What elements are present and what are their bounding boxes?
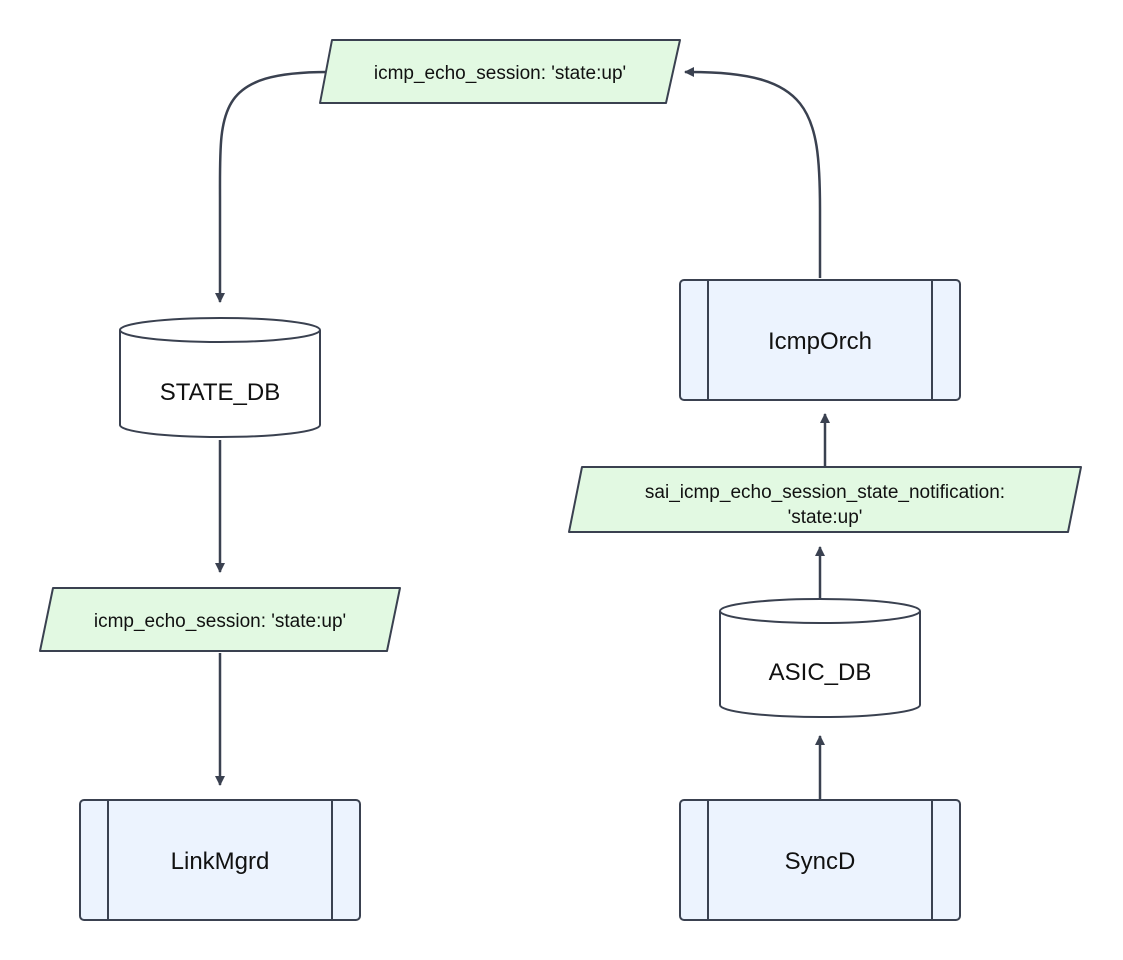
notification-node: sai_icmp_echo_session_state_notification… <box>568 466 1082 533</box>
left-data-node: icmp_echo_session: 'state:up' <box>39 587 401 652</box>
syncd-label: SyncD <box>785 848 856 875</box>
icmporch-label: IcmpOrch <box>768 328 872 355</box>
notification-label-line2: 'state:up' <box>788 507 863 528</box>
syncd-node: SyncD <box>679 799 961 921</box>
linkmgrd-label: LinkMgrd <box>171 848 270 875</box>
edges <box>215 67 830 800</box>
top-data-label: icmp_echo_session: 'state:up' <box>374 63 626 84</box>
state-db-label: STATE_DB <box>160 379 280 406</box>
linkmgrd-node: LinkMgrd <box>79 799 361 921</box>
icmporch-node: IcmpOrch <box>679 279 961 401</box>
edge-icmporch-to-top-data <box>684 67 822 278</box>
edge-top-data-to-state-db <box>215 70 329 303</box>
asic-db-label: ASIC_DB <box>769 659 872 686</box>
left-data-label: icmp_echo_session: 'state:up' <box>94 611 346 632</box>
notification-label-line1: sai_icmp_echo_session_state_notification… <box>645 482 1005 503</box>
state-db-node: STATE_DB <box>119 317 321 438</box>
top-data-node: icmp_echo_session: 'state:up' <box>319 39 681 104</box>
asic-db-node: ASIC_DB <box>719 598 921 718</box>
